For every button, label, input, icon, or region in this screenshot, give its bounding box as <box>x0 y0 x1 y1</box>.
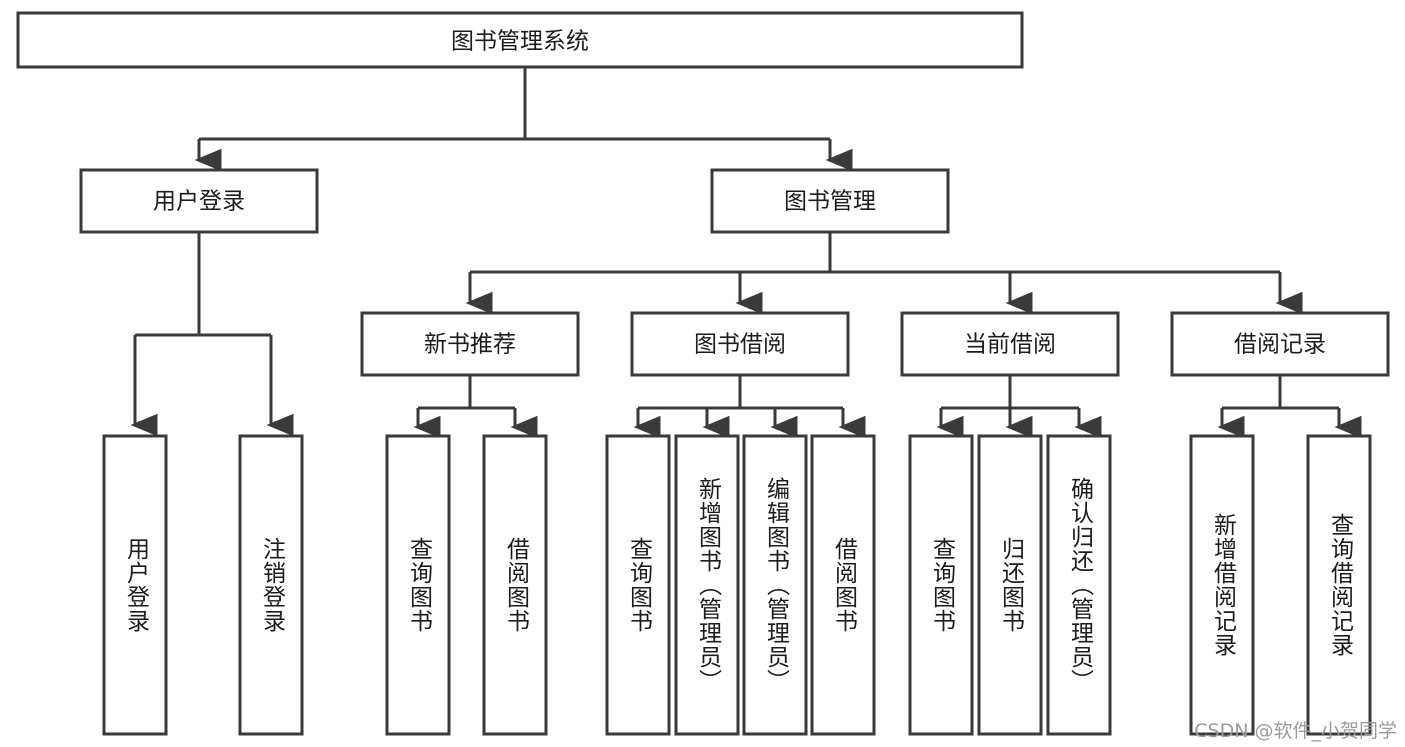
node-user-login-label: 用户登录 <box>153 189 245 215</box>
leaf-box-12[interactable] <box>1189 434 1255 736</box>
leaf-box-11[interactable] <box>1046 434 1112 736</box>
node-user-login-box[interactable] <box>79 168 319 234</box>
node-new-book-rec-label: 新书推荐 <box>424 332 516 358</box>
node-root-label: 图书管理系统 <box>451 29 589 55</box>
node-current-borrow-label: 当前借阅 <box>964 332 1056 358</box>
leaf-box-5[interactable] <box>605 434 671 736</box>
leaf-boxes <box>102 434 1372 736</box>
leaf-box-10[interactable] <box>977 434 1043 736</box>
links-user-login-to-leaves <box>130 232 294 437</box>
node-book-borrow-label: 图书借阅 <box>694 332 786 358</box>
leaf-box-3[interactable] <box>385 434 451 736</box>
node-book-borrow[interactable]: 图书借阅 <box>630 311 850 377</box>
leaf-box-8[interactable] <box>810 434 876 736</box>
links-book-manage-to-level3 <box>465 232 1303 315</box>
watermark-text: CSDN @软件_小贺同学 <box>1194 720 1397 742</box>
leaf-box-13[interactable] <box>1306 434 1372 736</box>
links-root-to-level2 <box>194 67 853 172</box>
links-book-borrow-to-leaves <box>633 375 866 439</box>
node-new-book-rec-box[interactable] <box>360 311 580 377</box>
node-borrow-record-label: 借阅记录 <box>1234 332 1326 358</box>
node-book-manage-label: 图书管理 <box>784 189 876 215</box>
leaf-box-4[interactable] <box>482 434 548 736</box>
leaf-box-1[interactable] <box>102 434 168 736</box>
leaf-box-6[interactable] <box>674 434 740 736</box>
node-borrow-record[interactable]: 借阅记录 <box>1170 311 1390 377</box>
node-current-borrow[interactable]: 当前借阅 <box>900 311 1120 377</box>
links-current-borrow-to-leaves <box>936 375 1102 439</box>
leaf-box-7[interactable] <box>742 434 808 736</box>
node-new-book-rec[interactable]: 新书推荐 <box>360 311 580 377</box>
node-book-manage-box[interactable] <box>710 168 950 234</box>
node-borrow-record-box[interactable] <box>1170 311 1390 377</box>
node-user-login[interactable]: 用户登录 <box>79 168 319 234</box>
leaf-box-2[interactable] <box>238 434 304 736</box>
links-borrow-record-to-leaves <box>1217 375 1362 439</box>
node-root[interactable]: 图书管理系统 <box>16 11 1024 69</box>
links-new-book-rec-to-leaves <box>413 375 538 439</box>
leaf-box-9[interactable] <box>908 434 974 736</box>
node-book-manage[interactable]: 图书管理 <box>710 168 950 234</box>
node-book-borrow-box[interactable] <box>630 311 850 377</box>
node-current-borrow-box[interactable] <box>900 311 1120 377</box>
node-root-box[interactable] <box>16 11 1024 69</box>
